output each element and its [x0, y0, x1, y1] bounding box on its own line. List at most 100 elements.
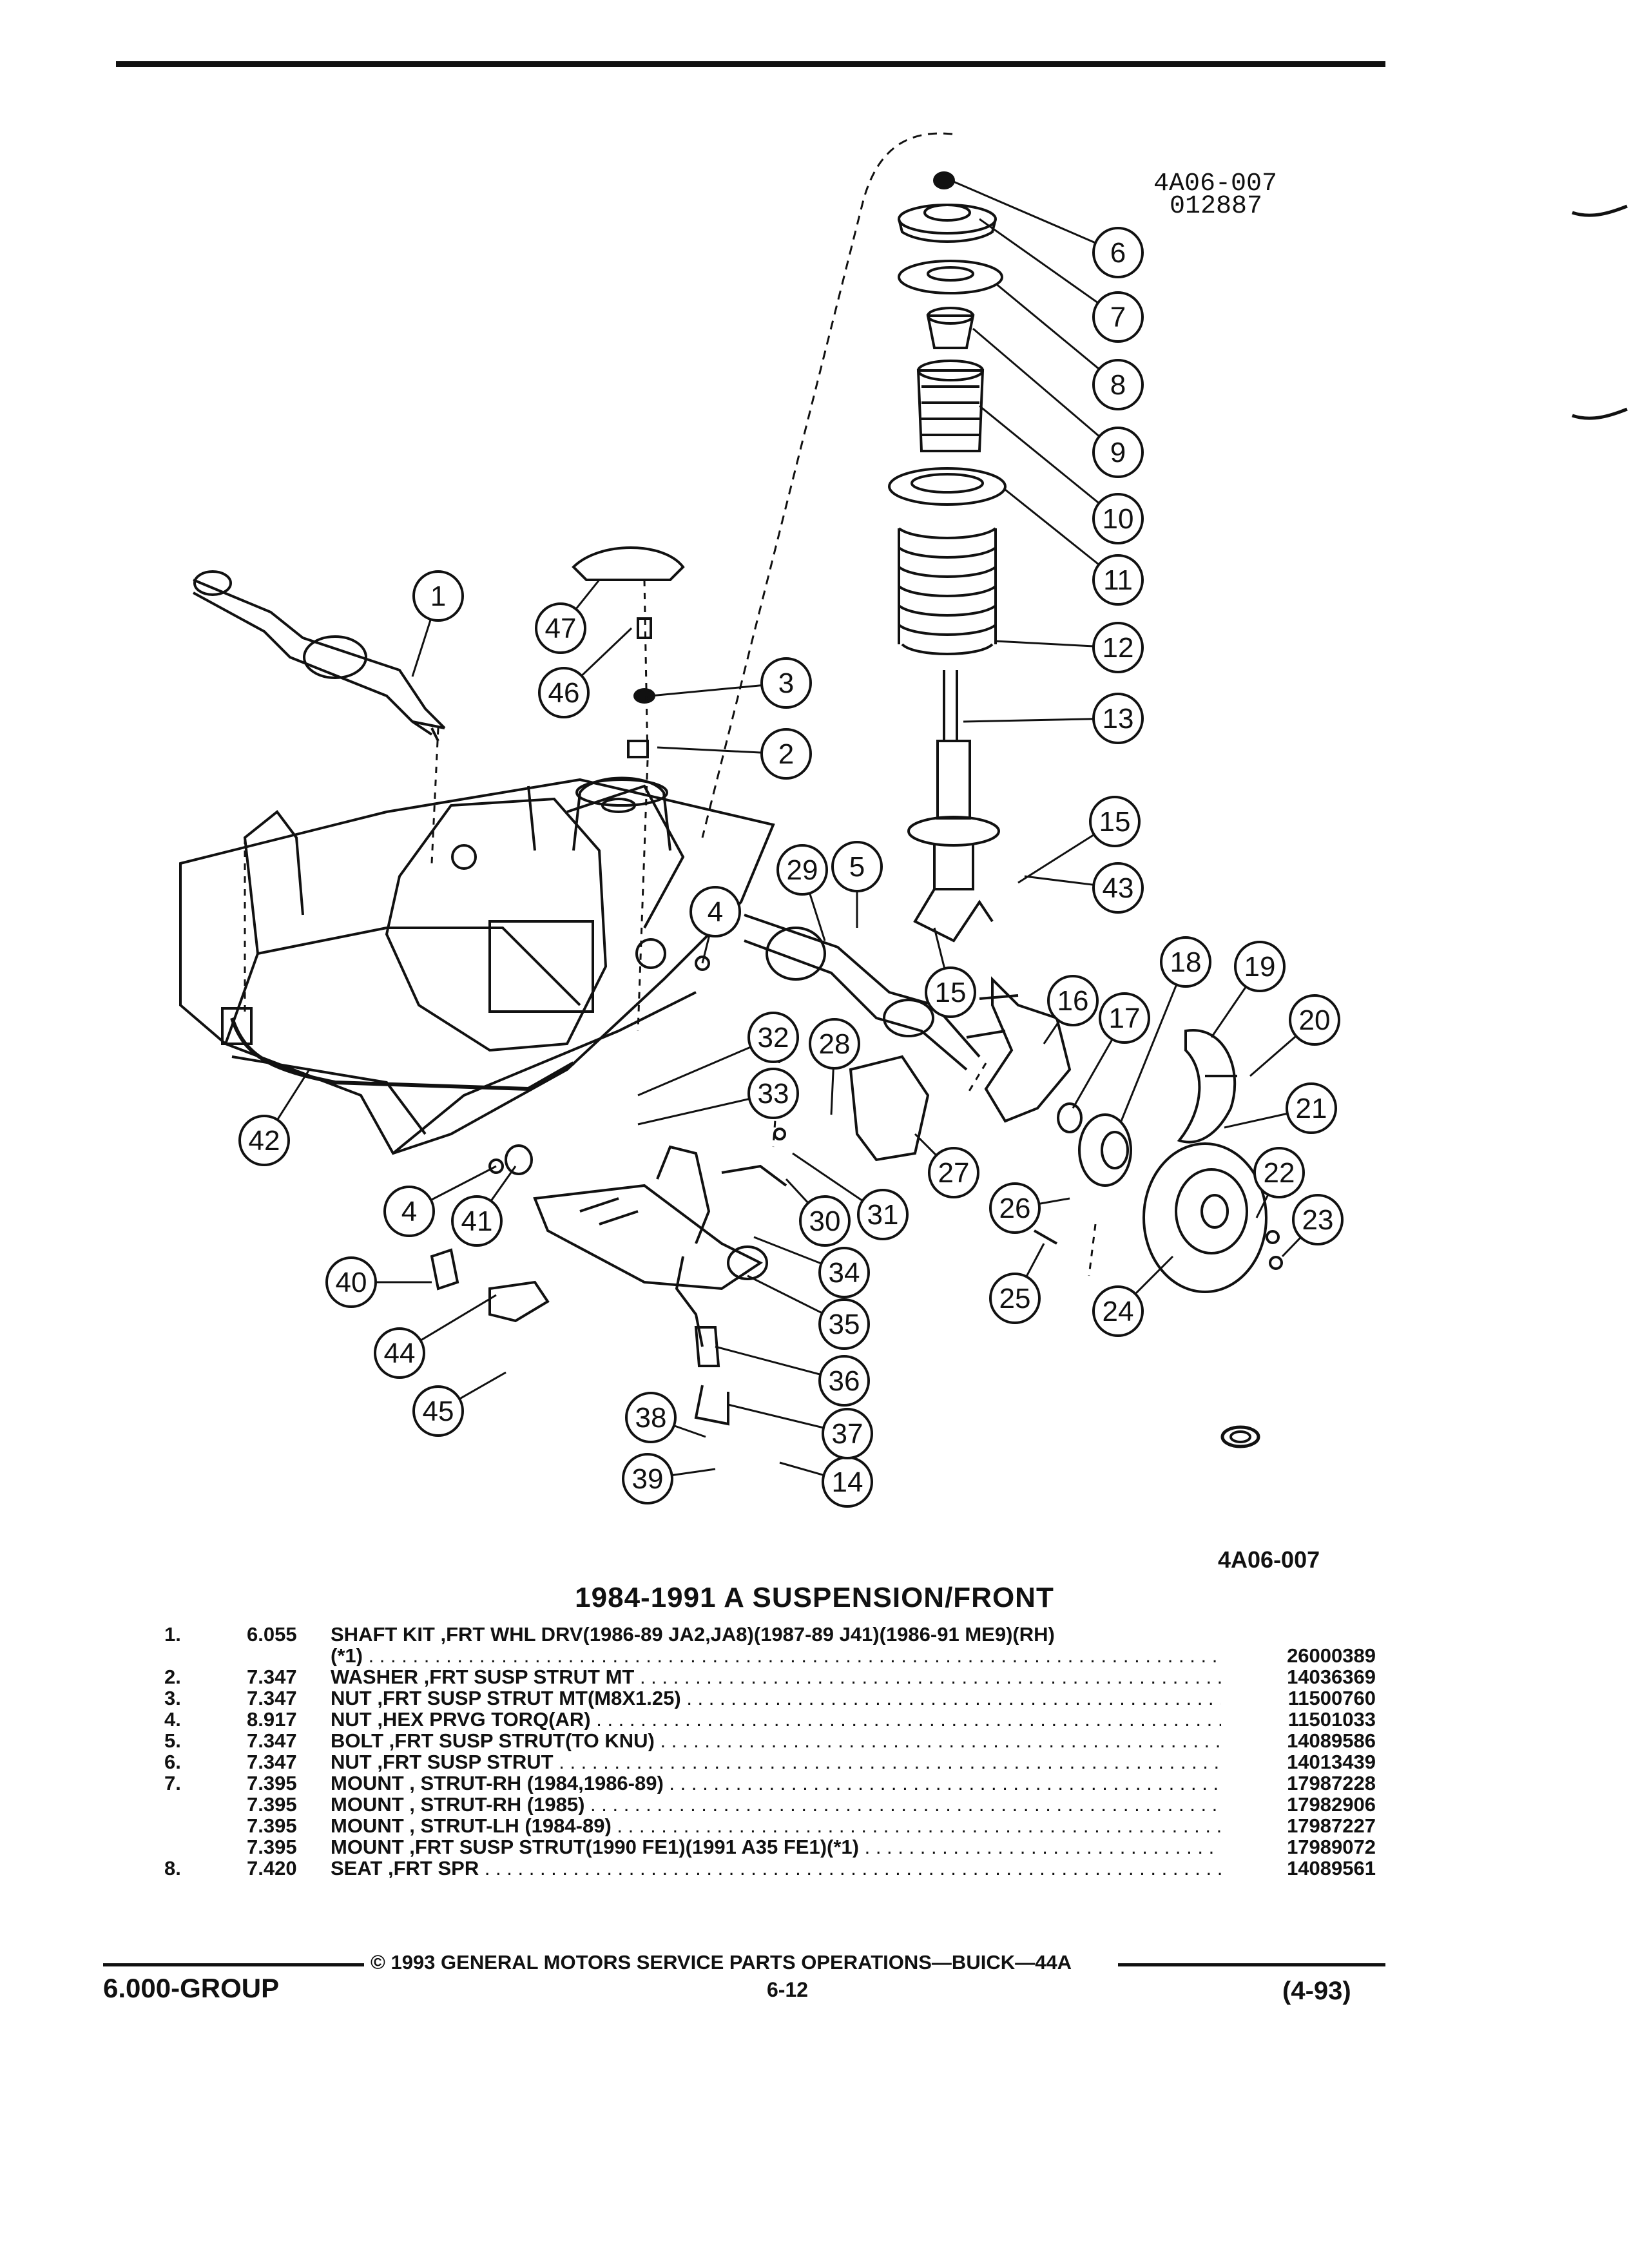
item-number: 4. [164, 1708, 181, 1731]
callout-23: 23 [1281, 1194, 1344, 1258]
callout-number: 3 [778, 668, 794, 699]
part-description: MOUNT , STRUT-RH (1985) [331, 1794, 1221, 1815]
catalog-code: 7.347 [247, 1666, 297, 1688]
callout-15: 15 [925, 927, 976, 1018]
callout-circle [1092, 493, 1144, 544]
callout-4: 4 [383, 1165, 497, 1237]
part-description: MOUNT ,FRT SUSP STRUT(1990 FE1)(1991 A35… [331, 1836, 1221, 1858]
callout-leader [430, 1165, 497, 1201]
callout-leader [1043, 1020, 1061, 1044]
callout-leader [1005, 488, 1100, 566]
callout-number: 37 [832, 1418, 863, 1450]
callout-leader [1281, 1236, 1302, 1258]
callout-number: 39 [632, 1463, 664, 1495]
callout-circle [1092, 622, 1144, 673]
callout-18: 18 [1120, 936, 1211, 1122]
callout-circle [1092, 427, 1144, 478]
callout-circle [1286, 1082, 1337, 1134]
callout-number: 25 [999, 1283, 1031, 1314]
callout-number: 34 [829, 1257, 860, 1289]
item-number: 7. [164, 1772, 181, 1794]
catalog-code: 7.395 [247, 1814, 297, 1837]
callout-leader [963, 718, 1094, 723]
callout-13: 13 [963, 693, 1144, 744]
part-number: 14089586 [1287, 1729, 1376, 1752]
part-number: 17982906 [1287, 1793, 1376, 1816]
callout-leader [933, 927, 946, 969]
callout-number: 10 [1103, 503, 1134, 535]
callout-33: 33 [637, 1068, 799, 1126]
callout-36: 36 [715, 1345, 870, 1407]
callout-number: 1 [430, 581, 446, 612]
strut-leader-line [701, 132, 953, 838]
callout-circle [238, 1115, 290, 1166]
callout-circle [412, 1385, 464, 1437]
callout-circle [989, 1182, 1041, 1234]
callout-number: 15 [935, 977, 967, 1008]
callout-leader [1017, 834, 1095, 884]
callout-leader [581, 627, 633, 677]
callout-leader [701, 935, 711, 964]
callout-number: 6 [1110, 237, 1126, 269]
callout-number: 12 [1103, 632, 1134, 664]
callout-circle [818, 1247, 870, 1298]
callout-circle [818, 1355, 870, 1407]
callout-circle [1092, 227, 1144, 278]
part-description: NUT ,FRT SUSP STRUT [331, 1751, 1221, 1773]
callout-number: 9 [1110, 437, 1126, 468]
callout-circle [538, 667, 590, 718]
callout-25: 25 [989, 1243, 1045, 1324]
callout-leader [637, 1098, 750, 1126]
callout-40: 40 [325, 1256, 432, 1308]
callout-29: 29 [776, 844, 828, 941]
part-description: MOUNT , STRUT-RH (1984,1986-89) [331, 1773, 1221, 1794]
callout-leader [419, 1294, 497, 1341]
callout-circle [412, 570, 464, 622]
callout-leader [728, 1403, 824, 1429]
callout-circle [1234, 941, 1286, 992]
callout-number: 17 [1109, 1003, 1141, 1034]
callout-number: 47 [545, 613, 577, 644]
callout-22: 22 [1253, 1147, 1305, 1218]
callout-leader [779, 1461, 824, 1477]
callout-circle [1089, 796, 1141, 847]
group-label: 6.000-GROUP [103, 1973, 280, 2003]
callout-leader [1134, 1255, 1174, 1295]
callout-number: 5 [849, 851, 865, 883]
callout-circle [747, 1068, 799, 1119]
callout-leader [459, 1371, 506, 1400]
callout-circle [831, 841, 883, 892]
callout-32: 32 [637, 1012, 799, 1097]
part-description: NUT ,HEX PRVG TORQ(AR) [331, 1709, 1221, 1730]
callout-number: 29 [787, 854, 818, 886]
item-number: 2. [164, 1666, 181, 1688]
callout-leader [979, 405, 1100, 505]
transaxle-drawing [385, 784, 685, 1052]
callout-number: 41 [461, 1206, 493, 1237]
callout-circle [1092, 693, 1144, 744]
callout-number: 22 [1264, 1157, 1295, 1189]
callout-circle [799, 1195, 851, 1247]
strut-stack-drawing [888, 171, 1007, 943]
callout-number: 46 [548, 677, 580, 709]
callout-circle [689, 886, 741, 937]
revision-date: (4-93) [1282, 1977, 1351, 2005]
callout-number: 19 [1244, 951, 1276, 983]
callout-leader [1255, 1194, 1269, 1218]
callout-3: 3 [650, 657, 812, 709]
callout-number: 36 [829, 1365, 860, 1397]
callout-circle [857, 1189, 909, 1240]
callout-number: 2 [778, 738, 794, 770]
callout-leader [671, 1468, 716, 1477]
callout-5: 5 [831, 841, 883, 928]
callout-circle [822, 1408, 873, 1459]
callout-circle [535, 602, 586, 654]
hub-rotor-drawing [1057, 1029, 1268, 1293]
callout-12: 12 [995, 622, 1144, 673]
